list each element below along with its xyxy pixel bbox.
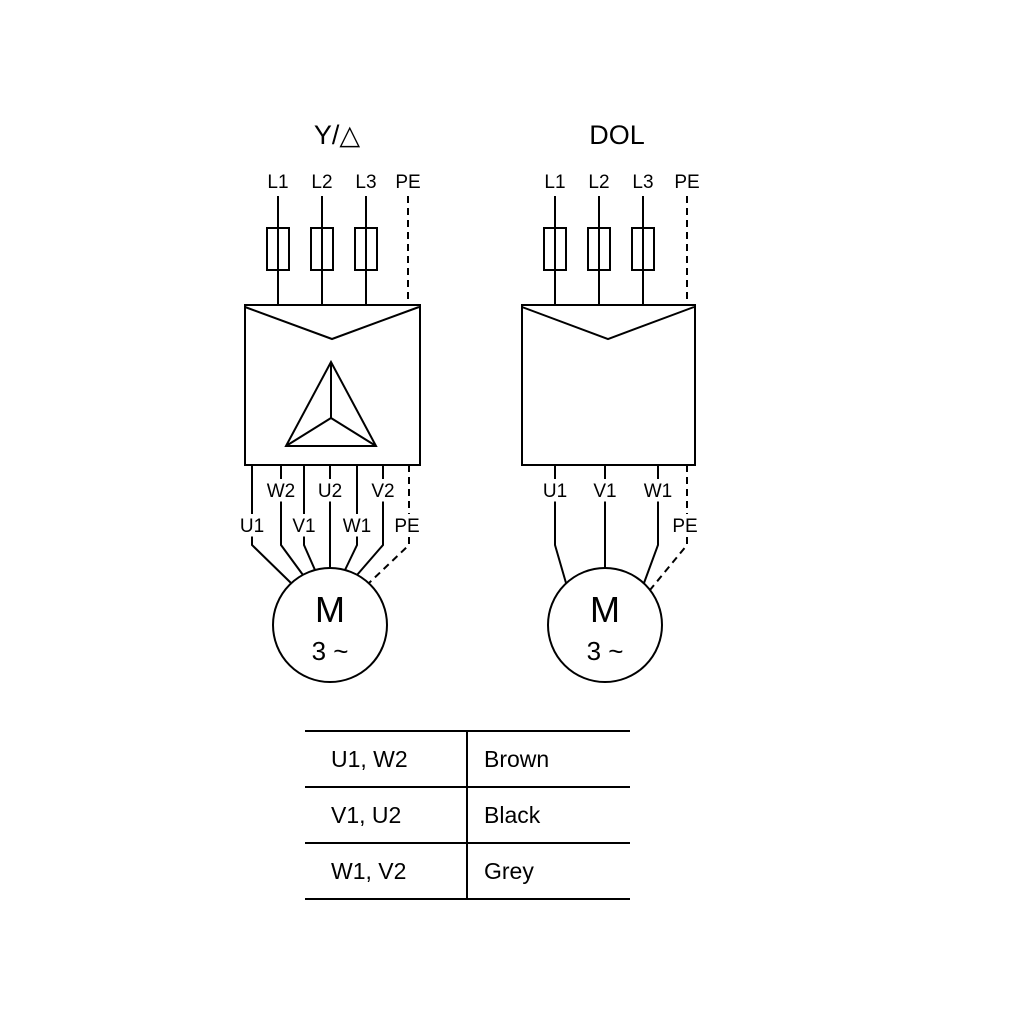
motor-lead-lines [554, 465, 659, 584]
color-cell: Black [484, 801, 541, 828]
motor-lead-lines [251, 465, 384, 584]
table-row: V1, U2 Black [305, 788, 630, 844]
pe-terminal-label: PE [672, 516, 697, 537]
fuse-symbol [543, 227, 567, 271]
chevron-symbol [244, 306, 420, 341]
w1-terminal-label: W1 [644, 481, 673, 502]
motor-circle [547, 567, 663, 683]
terminals-cell: V1, U2 [305, 788, 468, 842]
motor-phase: 3 ~ [312, 636, 349, 666]
delta-symbol [284, 359, 378, 447]
l1-label: L1 [544, 172, 565, 193]
u2-terminal-label: U2 [318, 481, 342, 502]
l2-label: L2 [311, 172, 332, 193]
star-delta-circuit: Y/△ L1 L2 L3 PE W2 U2 V2 U1 [235, 120, 424, 683]
terminals-cell: W1, V2 [305, 844, 468, 898]
fuse-symbol [631, 227, 655, 271]
motor-phase: 3 ~ [587, 636, 624, 666]
u1-terminal-label: U1 [543, 481, 567, 502]
color-cell: Brown [484, 745, 550, 772]
dol-title: DOL [589, 120, 645, 150]
starter-box [521, 304, 696, 466]
wire-color-table: U1, W2 Brown V1, U2 Black W1, V2 Grey [305, 730, 630, 900]
l2-label: L2 [588, 172, 609, 193]
l1-label: L1 [267, 172, 288, 193]
terminals-cell: U1, W2 [305, 732, 468, 786]
pe-label: PE [674, 172, 699, 193]
w1-terminal-label: W1 [343, 516, 372, 537]
pe-label: PE [395, 172, 420, 193]
supply-lines [554, 196, 644, 305]
w2-terminal-label: W2 [267, 481, 296, 502]
fuse-symbol [310, 227, 334, 271]
fuse-symbol [587, 227, 611, 271]
pe-lead-line [649, 465, 688, 591]
table-row: W1, V2 Grey [305, 844, 630, 900]
star-delta-title: Y/△ [314, 120, 361, 150]
l3-label: L3 [355, 172, 376, 193]
v1-terminal-label: V1 [593, 481, 616, 502]
color-cell: Grey [484, 857, 534, 884]
l3-label: L3 [632, 172, 653, 193]
fuse-symbol [354, 227, 378, 271]
dol-circuit: DOL L1 L2 L3 PE U1 V1 W1 PE [521, 120, 702, 683]
pe-terminal-label: PE [394, 516, 419, 537]
u1-terminal-label: U1 [240, 516, 264, 537]
motor-circle [272, 567, 388, 683]
table-row: U1, W2 Brown [305, 732, 630, 788]
pe-lead-line [368, 465, 410, 584]
chevron-symbol [521, 306, 695, 341]
starter-box [244, 304, 421, 466]
motor-letter: M [315, 589, 345, 630]
v2-terminal-label: V2 [371, 481, 394, 502]
motor-letter: M [590, 589, 620, 630]
supply-lines [277, 196, 367, 305]
v1-terminal-label: V1 [292, 516, 315, 537]
fuse-symbol [266, 227, 290, 271]
